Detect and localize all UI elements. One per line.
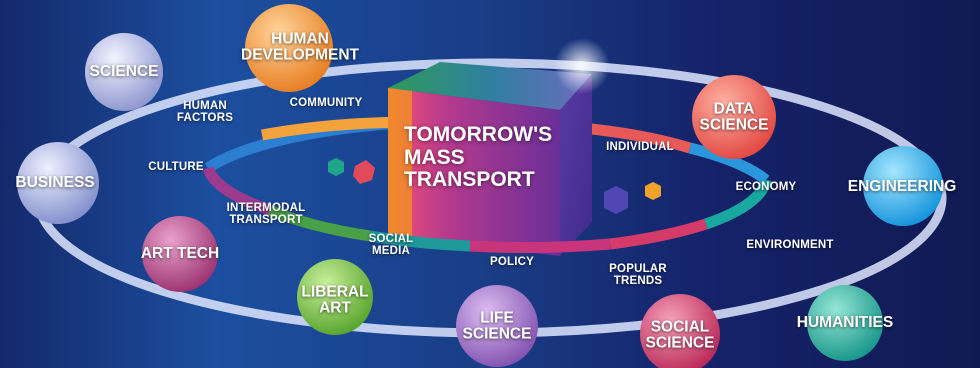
engineering-circle	[863, 146, 943, 226]
art-tech-circle	[142, 216, 218, 292]
ring-label-individual: INDIVIDUAL	[606, 140, 674, 153]
discipline-label-science: SCIENCE	[89, 62, 159, 80]
discipline-label-liberal-art: LIBERAL ART	[301, 283, 369, 317]
discipline-label-social-science: SOCIAL SCIENCE	[645, 318, 715, 352]
liberal-art-circle	[297, 259, 373, 335]
life-science-circle	[456, 285, 538, 367]
discipline-label-business: BUSINESS	[15, 173, 95, 191]
ring-label-community: COMMUNITY	[289, 96, 363, 109]
ring-label-human-factors: HUMAN FACTORS	[176, 99, 234, 124]
discipline-label-engineering: ENGINEERING	[847, 177, 957, 195]
science-circle	[85, 33, 163, 111]
discipline-label-life-science: LIFE SCIENCE	[462, 309, 532, 343]
ring-label-policy: POLICY	[489, 255, 535, 268]
ring-label-culture: CULTURE	[148, 160, 204, 173]
social-science-circle	[640, 294, 720, 368]
humanities-circle	[807, 285, 883, 361]
ring-label-environment: ENVIRONMENT	[746, 238, 834, 251]
business-circle	[17, 142, 99, 224]
data-science-circle	[692, 75, 776, 159]
ring-label-social-media: SOCIAL MEDIA	[368, 232, 414, 257]
human-development-circle	[245, 4, 333, 92]
discipline-label-humanities: HUMANITIES	[796, 313, 894, 331]
discipline-label-data-science: DATA SCIENCE	[699, 100, 769, 134]
ring-label-economy: ECONOMY	[735, 180, 797, 193]
discipline-label-art-tech: ART TECH	[140, 244, 220, 262]
inner-ring-front	[202, 142, 772, 254]
ring-label-intermodal-transport: INTERMODAL TRANSPORT	[226, 201, 306, 226]
discipline-circles	[17, 4, 943, 368]
ring-label-popular-trends: POPULAR TRENDS	[609, 262, 667, 287]
transport-cube	[388, 38, 610, 256]
discipline-label-human-development: HUMAN DEVELOPMENT	[241, 30, 359, 64]
diagram-title: TOMORROW'S MASS TRANSPORT	[404, 123, 553, 192]
small-cubes	[328, 158, 661, 214]
